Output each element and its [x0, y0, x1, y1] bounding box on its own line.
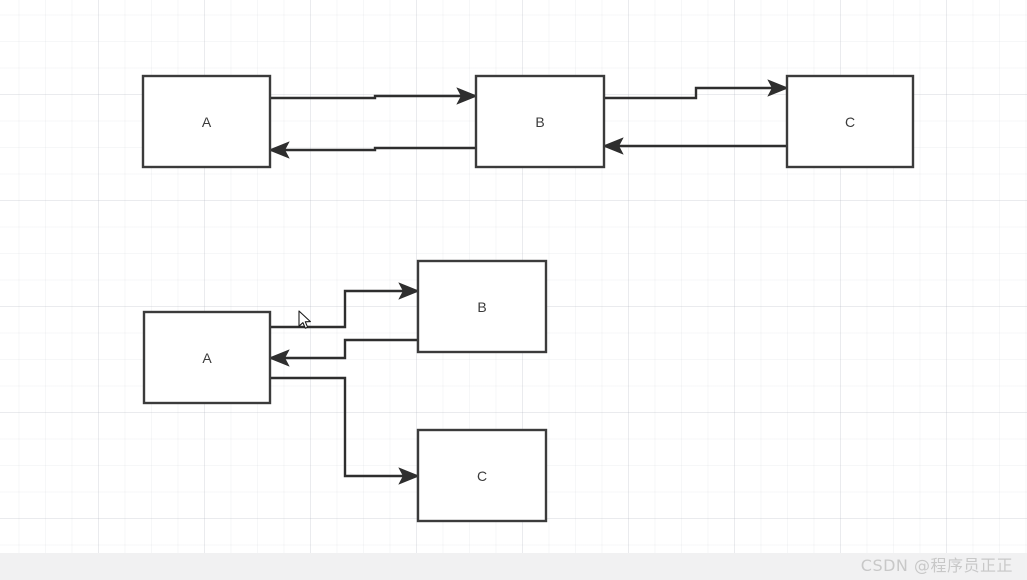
- node-top-c-label: C: [845, 114, 855, 130]
- node-bottom-b-label: B: [477, 299, 486, 315]
- node-top-c-box[interactable]: [785, 74, 915, 169]
- node-bottom-c[interactable]: C: [416, 428, 548, 523]
- edge-top-a-to-b: [270, 87, 478, 105]
- edge-top-b-to-c: [604, 79, 789, 100]
- node-top-b-label: B: [535, 114, 544, 130]
- edge-top-b-to-a: [268, 141, 476, 159]
- edge-bottom-a-to-b: [270, 282, 420, 329]
- node-bottom-c-box[interactable]: [416, 428, 548, 523]
- top-diagram: A B C: [141, 74, 915, 169]
- node-top-b[interactable]: B: [474, 74, 606, 169]
- node-bottom-b[interactable]: B: [416, 259, 548, 354]
- footer-band: [0, 553, 1027, 580]
- node-bottom-a-box[interactable]: [142, 310, 272, 405]
- node-bottom-a[interactable]: A: [142, 310, 272, 405]
- node-bottom-a-label: A: [202, 350, 212, 366]
- node-top-a[interactable]: A: [141, 74, 272, 169]
- node-top-a-box[interactable]: [141, 74, 272, 169]
- edge-bottom-a-to-c: [270, 376, 420, 485]
- node-top-b-box[interactable]: [474, 74, 606, 169]
- edge-bottom-b-to-a: [268, 338, 418, 367]
- bottom-diagram: A B C: [142, 259, 548, 523]
- node-bottom-c-label: C: [477, 468, 487, 484]
- node-top-c[interactable]: C: [785, 74, 915, 169]
- csdn-watermark: CSDN @程序员正正: [860, 556, 1013, 575]
- node-bottom-b-box[interactable]: [416, 259, 548, 354]
- node-top-a-label: A: [202, 114, 212, 130]
